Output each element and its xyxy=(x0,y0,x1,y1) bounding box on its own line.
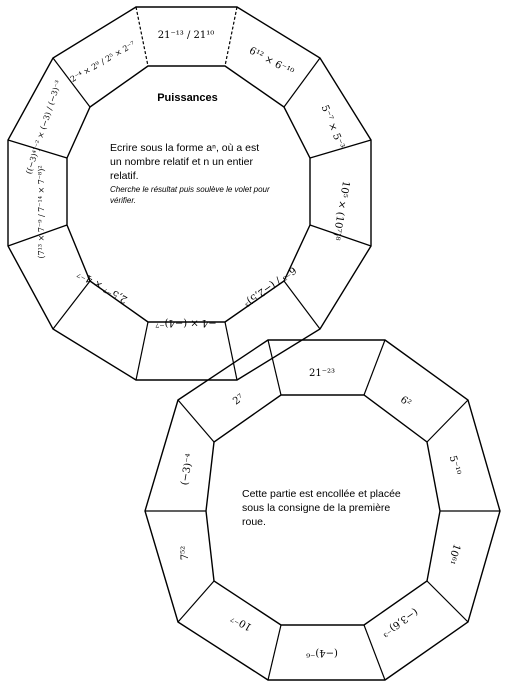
wheel2-sector-label: 10⁻⁷ xyxy=(229,612,254,633)
wheel2-sector-label: 2⁷ xyxy=(231,392,246,407)
wheel2-sector-label: 7⁵² xyxy=(180,546,191,560)
wheel1-sector-label: 6⁻³ / (−2,5)³ xyxy=(241,264,298,308)
wheel1-sector-label: −4 × (−4)⁻⁷ xyxy=(155,317,216,328)
wheel2-sector-label: 6² xyxy=(398,394,413,409)
wheel2-sector-label: 10⁶¹ xyxy=(445,542,462,565)
wheel2-sector-label: (−4)⁻⁶ xyxy=(306,647,338,658)
wheel1-sector-label: 2⁻⁴ × 2⁹ / 2⁵ × 2⁻⁷ xyxy=(69,40,137,84)
wheel2-separators xyxy=(145,339,500,681)
wheel2-sector-label: 5⁻¹⁰ xyxy=(447,454,463,476)
wheel1-sector-label: 2,5⁻⁷ × 4⁻⁷ xyxy=(76,268,130,305)
wheel2-sector-label: (−3)⁻⁴ xyxy=(179,453,195,486)
wheel2-sector-label: 21⁻²³ xyxy=(309,368,335,379)
wheel1-title: Puissances xyxy=(157,92,218,104)
wheel1-sector-label: 21⁻¹³ / 21¹⁰ xyxy=(158,30,215,41)
wheel1-instruction: Ecrire sous la forme aⁿ, où a est un nom… xyxy=(110,142,260,182)
wheel1-sector-label: 5⁻⁷ × 5⁻³ xyxy=(319,104,346,151)
wheel1-sector-label: 10⁵ × (10⁷)⁸ xyxy=(330,180,351,241)
wheel1-hint: Cherche le résultat puis soulève le vole… xyxy=(110,185,270,205)
wheel1-sector-label: 6¹² × 6⁻¹⁰ xyxy=(247,45,295,78)
wheel1-sector-label: ((−3)⁴)⁻² × (−3) / (−3)⁻³ xyxy=(24,79,63,175)
wheel1-separators xyxy=(7,6,372,381)
wheel1-sector-label: (7¹³ × 7⁻⁹ / 7⁻¹⁴ × 7⁻⁸)² xyxy=(37,165,46,258)
wheel2-note: Cette partie est encollée et placée sous… xyxy=(242,488,401,528)
